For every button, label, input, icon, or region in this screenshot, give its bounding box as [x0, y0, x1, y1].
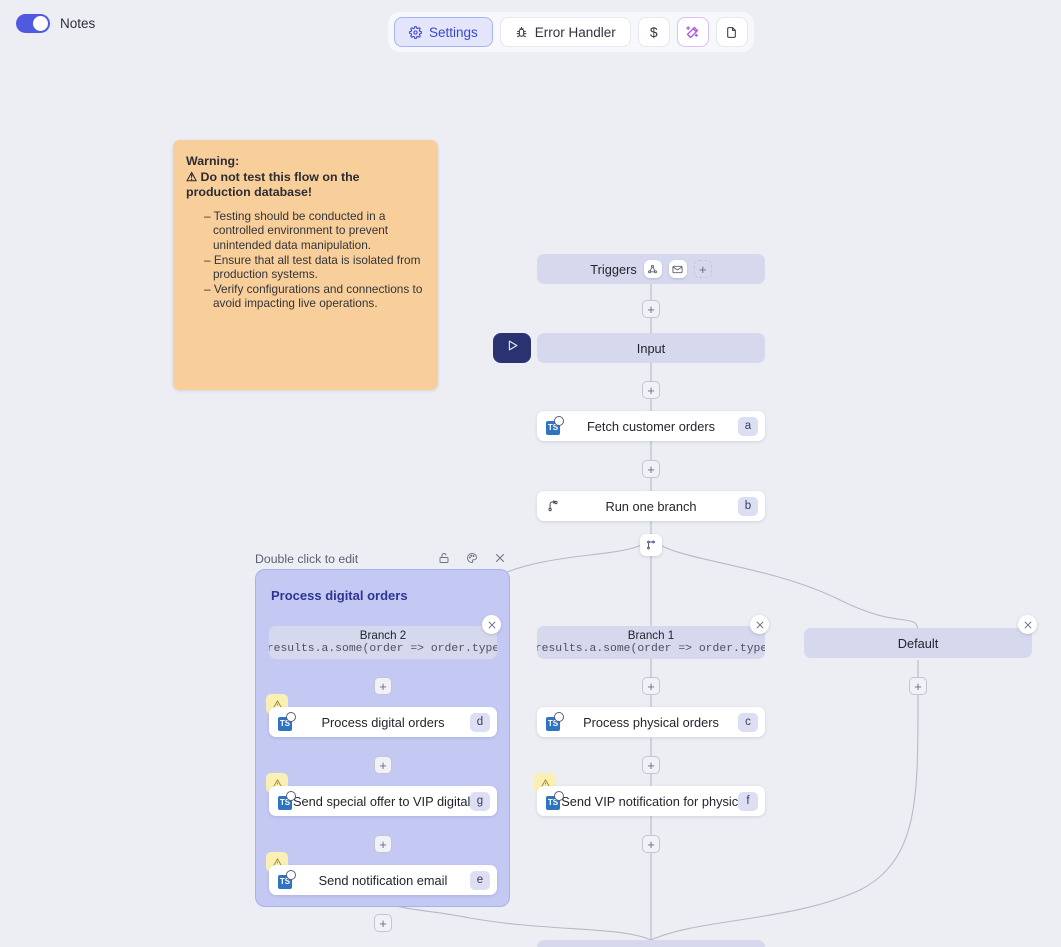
cost-icon: $	[649, 24, 658, 40]
branch-expression: results.a.some(order => order.type	[537, 643, 765, 655]
group-title: Process digital orders	[271, 588, 408, 603]
magic-wand-button[interactable]	[676, 17, 709, 47]
play-icon	[505, 338, 520, 358]
palette-icon[interactable]	[466, 552, 478, 567]
typescript-icon: TS	[546, 711, 564, 731]
branch-expression: results.a.some(order => order.type	[269, 643, 497, 655]
add-step-button[interactable]: +	[374, 756, 392, 774]
add-step-button[interactable]: +	[642, 677, 660, 695]
add-step-button[interactable]: +	[374, 677, 392, 695]
typescript-icon: TS	[546, 790, 564, 810]
note-heading: Warning: ⚠ Do not test this flow on the …	[186, 154, 360, 200]
branch-title: Branch 2	[359, 629, 407, 642]
gear-icon	[409, 25, 422, 39]
branch-title: Branch 1	[627, 629, 675, 642]
settings-button-label: Settings	[429, 24, 478, 40]
remove-branch-button[interactable]	[1018, 615, 1037, 634]
remove-branch-button[interactable]	[482, 615, 501, 634]
step-label: Fetch customer orders	[586, 418, 715, 434]
branch-title: Default	[897, 635, 939, 651]
step-badge: e	[470, 870, 490, 890]
group-hint-label: Double click to edit	[255, 552, 359, 566]
branch-icon	[546, 499, 560, 513]
error-handler-button[interactable]: Error Handler	[499, 17, 631, 47]
add-step-button[interactable]: +	[642, 300, 660, 318]
add-step-button[interactable]: +	[642, 756, 660, 774]
typescript-icon: TS	[278, 711, 296, 731]
list-item: Ensure that all test data is isolated fr…	[204, 253, 425, 282]
note-warning-line: ⚠ Do not test this flow on the productio…	[186, 169, 360, 200]
add-step-button[interactable]: +	[374, 914, 392, 932]
step-badge: d	[470, 712, 490, 732]
branch-node[interactable]: Branch 2 results.a.some(order => order.t…	[269, 626, 497, 659]
notes-toggle-group: Notes	[16, 14, 95, 33]
step-node[interactable]: Run one branch b	[537, 491, 765, 521]
magic-wand-icon	[685, 25, 700, 40]
warning-note[interactable]: Warning: ⚠ Do not test this flow on the …	[173, 140, 438, 390]
bug-icon	[515, 26, 528, 39]
input-label: Input	[636, 340, 666, 356]
typescript-icon: TS	[546, 415, 564, 435]
default-branch-node[interactable]: Default	[804, 628, 1032, 658]
typescript-icon: TS	[278, 790, 296, 810]
step-label: Run one branch	[605, 498, 697, 514]
settings-button[interactable]: Settings	[394, 17, 493, 47]
merge-node[interactable]	[537, 940, 765, 947]
step-node[interactable]: TS Send special offer to VIP digital c..…	[269, 786, 497, 816]
step-badge: c	[738, 712, 758, 732]
group-header: Double click to edit	[255, 552, 510, 566]
step-node[interactable]: TS Process digital orders d	[269, 707, 497, 737]
notes-label: Notes	[60, 16, 96, 31]
webhook-icon[interactable]	[643, 260, 662, 278]
step-label: Send notification email	[318, 872, 448, 888]
document-button[interactable]	[715, 17, 748, 47]
group-header-icons	[438, 552, 506, 567]
remove-branch-button[interactable]	[750, 615, 769, 634]
step-label: Process digital orders	[321, 714, 445, 730]
step-node[interactable]: TS Send notification email e	[269, 865, 497, 895]
step-badge: f	[738, 791, 758, 811]
error-handler-button-label: Error Handler	[534, 24, 616, 40]
typescript-icon: TS	[278, 869, 296, 889]
input-node[interactable]: Input	[537, 333, 765, 363]
branch-node[interactable]: Branch 1 results.a.some(order => order.t…	[537, 626, 765, 659]
step-label: Process physical orders	[583, 714, 719, 730]
add-step-button[interactable]: +	[909, 677, 927, 695]
cost-button[interactable]: $	[637, 17, 670, 47]
add-step-button[interactable]: +	[642, 381, 660, 399]
close-icon[interactable]	[494, 552, 506, 567]
step-node[interactable]: TS Send VIP notification for physical...…	[537, 786, 765, 816]
step-node[interactable]: TS Fetch customer orders a	[537, 411, 765, 441]
add-step-button[interactable]: +	[642, 835, 660, 853]
toggle-knob	[33, 16, 48, 31]
step-badge: g	[470, 791, 490, 811]
step-label: Send VIP notification for physical...	[561, 793, 759, 809]
add-trigger-icon[interactable]: +	[693, 260, 712, 278]
group-container[interactable]: Process digital orders	[255, 569, 510, 907]
step-label: Send special offer to VIP digital c...	[293, 793, 491, 809]
add-step-button[interactable]: +	[374, 835, 392, 853]
top-toolbar: Notes Settings Erro	[0, 0, 1061, 62]
step-badge: a	[738, 416, 758, 436]
add-step-button[interactable]: +	[642, 460, 660, 478]
list-item: Testing should be conducted in a control…	[204, 209, 425, 253]
run-flow-button[interactable]	[493, 333, 531, 363]
step-badge: b	[738, 496, 758, 516]
note-bullet-list: Testing should be conducted in a control…	[204, 209, 425, 311]
unlock-icon[interactable]	[438, 552, 450, 567]
step-node[interactable]: TS Process physical orders c	[537, 707, 765, 737]
triggers-node[interactable]: Triggers +	[537, 254, 765, 284]
email-icon[interactable]	[668, 260, 687, 278]
branch-split-icon[interactable]	[640, 534, 662, 556]
document-icon	[725, 26, 738, 39]
notes-toggle[interactable]	[16, 14, 50, 33]
list-item: Verify configurations and connections to…	[204, 282, 425, 311]
toolbar-button-group: Settings Error Handler $	[388, 12, 754, 52]
triggers-label: Triggers	[590, 261, 637, 277]
